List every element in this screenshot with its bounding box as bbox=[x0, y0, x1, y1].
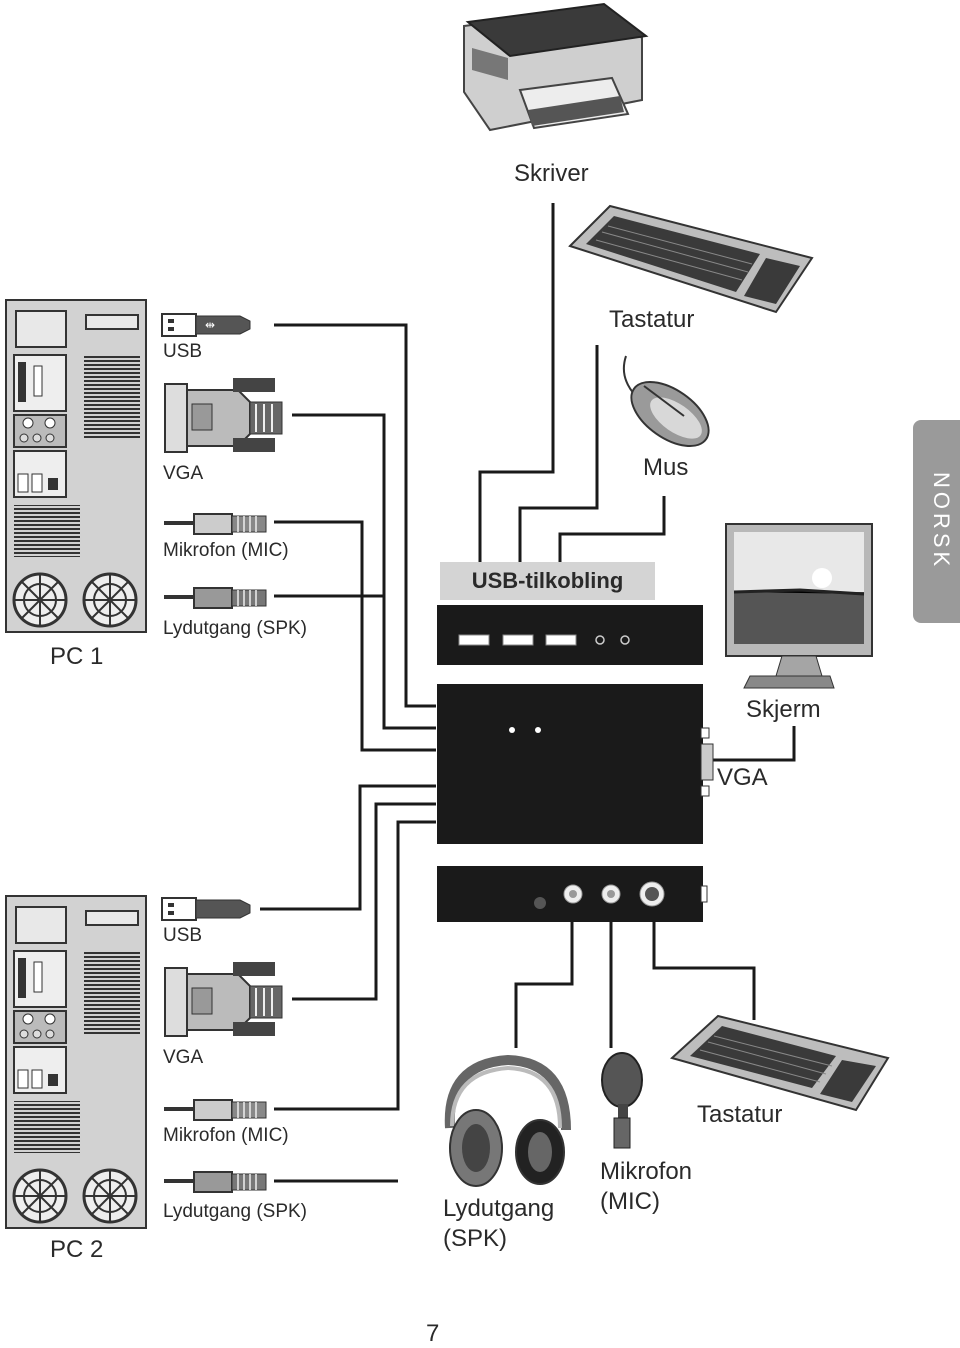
cable-pc2-usb bbox=[260, 784, 436, 911]
keyboard-top-label: Tastatur bbox=[609, 306, 695, 333]
cables bbox=[260, 203, 796, 1183]
cable-keyboard-bottom bbox=[652, 922, 756, 1020]
svg-text:⇹: ⇹ bbox=[205, 318, 215, 332]
pc2-mic-label: Mikrofon (MIC) bbox=[163, 1125, 289, 1146]
mouse-image bbox=[622, 355, 710, 447]
mouse-label: Mus bbox=[643, 454, 689, 481]
cable-keyboard-top bbox=[518, 345, 599, 562]
pc1-label: PC 1 bbox=[50, 643, 104, 670]
language-tab-label: NORSK bbox=[929, 472, 954, 571]
pc1-spk-label: Lydutgang (SPK) bbox=[163, 618, 307, 639]
keyboard-bottom-image bbox=[669, 1014, 890, 1112]
pc2-tower bbox=[5, 895, 147, 1229]
pc1-usb-label: USB bbox=[163, 341, 203, 362]
cable-pc1-vga bbox=[292, 413, 436, 730]
pc1-tower bbox=[5, 299, 147, 633]
cable-pc1-usb bbox=[274, 323, 436, 708]
monitor-label: Skjerm bbox=[746, 696, 821, 723]
pc1-fan-right bbox=[82, 572, 138, 628]
cable-pc2-mic bbox=[274, 820, 436, 1111]
pc1-fan-left bbox=[12, 572, 68, 628]
pc2-spk-plug bbox=[164, 1171, 267, 1193]
cable-pc2-vga bbox=[292, 802, 436, 1001]
pc1-spk-plug bbox=[164, 587, 267, 609]
pc2-vga-label: VGA bbox=[163, 1047, 204, 1068]
pc1-mic-plug bbox=[164, 513, 267, 535]
printer-label: Skriver bbox=[514, 160, 589, 187]
printer-image bbox=[463, 2, 649, 132]
microphone-label: Mikrofon (MIC) bbox=[600, 1158, 693, 1215]
pc1-vga-plug bbox=[164, 378, 283, 453]
pc2-spk-label: Lydutgang (SPK) bbox=[163, 1201, 307, 1222]
headphones-label: Lydutgang (SPK) bbox=[443, 1195, 555, 1252]
cable-pc1-mic bbox=[274, 520, 436, 752]
pc2-label: PC 2 bbox=[50, 1236, 104, 1263]
page-number: 7 bbox=[426, 1320, 440, 1347]
pc2-usb-plug bbox=[161, 897, 251, 921]
pc2-mic-plug bbox=[164, 1099, 267, 1121]
pc2-usb-label: USB bbox=[163, 925, 203, 946]
keyboard-top-image bbox=[568, 204, 814, 314]
pc2-fan-left bbox=[12, 1168, 68, 1224]
kvm-bottom-panel bbox=[437, 866, 708, 922]
language-tab bbox=[913, 420, 960, 623]
vga-out-label: VGA bbox=[717, 764, 768, 791]
cable-mouse bbox=[558, 496, 666, 562]
cable-monitor bbox=[712, 726, 796, 762]
kvm-main-body bbox=[437, 684, 714, 844]
headphones-image bbox=[444, 1054, 571, 1187]
microphone-image bbox=[601, 1052, 643, 1149]
monitor-image bbox=[725, 523, 873, 689]
pc2-fan-right bbox=[82, 1168, 138, 1224]
keyboard-bottom-label: Tastatur bbox=[697, 1101, 783, 1128]
cable-printer bbox=[478, 203, 555, 562]
kvm-top-panel bbox=[437, 605, 703, 665]
cable-headphones bbox=[514, 922, 574, 1048]
pc1-usb-plug: ⇹ bbox=[161, 313, 251, 337]
pc2-vga-plug bbox=[164, 962, 283, 1037]
pc1-vga-label: VGA bbox=[163, 463, 204, 484]
pc1-mic-label: Mikrofon (MIC) bbox=[163, 540, 289, 561]
usb-connection-label: USB-tilkobling bbox=[440, 562, 655, 600]
